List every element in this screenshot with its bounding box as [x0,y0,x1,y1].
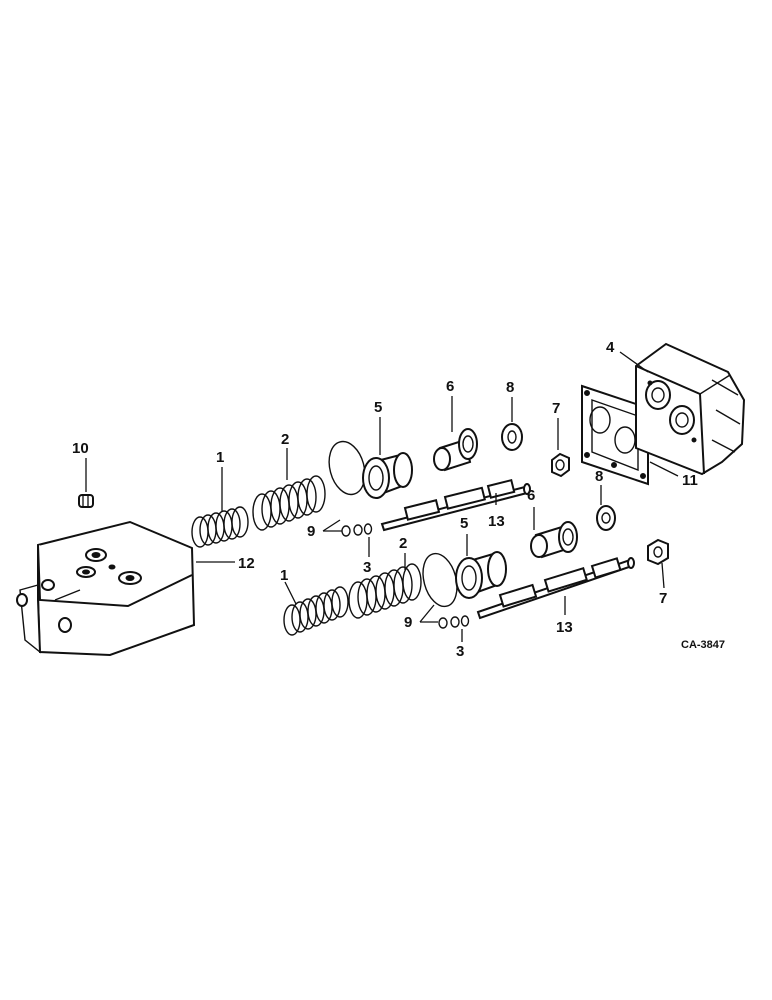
callout-1: 1 [216,449,224,466]
small-rings-part-3-lower [438,615,470,629]
callout-8: 8 [595,468,603,485]
callout-2: 2 [399,535,407,552]
callout-7: 7 [659,590,667,607]
callout-2: 2 [281,431,289,448]
callout-5: 5 [374,399,382,416]
nut-part-7-upper [551,452,570,478]
gasket-part-11 [581,384,649,486]
spring-part-2-lower [348,563,422,619]
spool-part-13-upper [380,478,531,532]
cap-part-6-lower [530,521,578,559]
spool-part-13-lower [476,557,635,620]
callout-labels: 1 2 5 6 8 7 4 11 8 10 12 9 3 13 6 5 2 1 … [72,339,725,660]
washer-part-8-upper [501,423,523,451]
callout-9: 9 [404,614,412,631]
small-rings-part-3-upper [341,523,373,537]
callout-5: 5 [460,515,468,532]
sleeve-part-5-lower [455,551,507,599]
drawing-code: CA-3847 [681,639,725,651]
o-ring-upper [328,440,366,496]
callout-3: 3 [363,559,371,576]
valve-body [16,520,196,657]
cap-part-6-upper [433,428,478,472]
nut-part-7-lower [647,538,669,566]
leader-lines [85,351,679,642]
callout-9: 9 [307,523,315,540]
callout-7: 7 [552,400,560,417]
callout-11: 11 [682,472,698,489]
washer-part-8-lower [596,505,616,531]
spring-part-2-upper [252,475,326,531]
callout-6: 6 [527,487,535,504]
spring-part-1-upper [191,506,249,548]
callout-3: 3 [456,643,464,660]
plug-part-10 [78,494,94,508]
sleeve-part-5-upper [362,452,413,499]
callout-6: 6 [446,378,454,395]
callout-1: 1 [280,567,288,584]
callout-12: 12 [238,555,255,572]
end-cover-part-4 [635,342,746,476]
callout-8: 8 [506,379,514,396]
spring-part-1-lower [283,586,349,636]
callout-13: 13 [488,513,505,530]
callout-10: 10 [72,440,89,457]
callout-13: 13 [556,619,573,636]
callout-4: 4 [606,339,615,356]
